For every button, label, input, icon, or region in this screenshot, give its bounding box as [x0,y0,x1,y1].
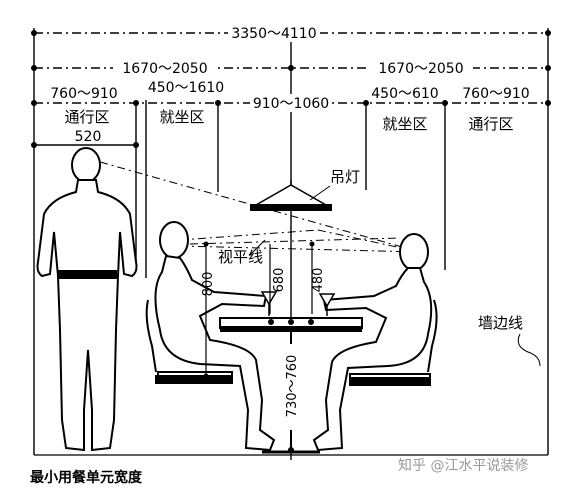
dim-table-height: 730～760 [285,355,300,418]
dim-total-width: 3350～4110 [231,26,316,42]
height-dimension-ticks [203,241,315,453]
dim-passage-left: 760～910 [50,86,117,102]
dim-seat-right: 450～610 [371,86,438,102]
dim-eye-680: 680 [272,268,287,293]
standing-person [36,147,138,452]
zone-passage-left: 通行区 [64,108,109,126]
caption: 最小用餐单元宽度 [30,469,143,486]
eye-level-leader [249,239,266,256]
lamp-leader [309,185,331,201]
pendant-lamp [250,180,332,211]
zone-seat-right: 就坐区 [382,115,427,133]
dim-seat-left: 450～1610 [148,80,224,96]
dim-person-width: 520 [75,129,102,145]
right-seated-person [312,233,433,452]
dim-half-left: 1670～2050 [122,61,207,77]
height-dimension-lines [205,244,313,376]
dim-table-width: 910～1060 [253,96,329,112]
left-chair [145,299,233,384]
dim-eye-800: 800 [201,272,216,297]
label-pendant-lamp: 吊灯 [330,168,360,186]
label-wall-line: 墙边线 [478,314,523,332]
zone-seat-left: 就坐区 [159,108,204,126]
left-seated-person [154,221,278,452]
label-eye-level: 视平线 [218,248,263,266]
wall-line-leader [517,333,541,367]
dim-half-right: 1670～2050 [378,61,463,77]
dim-passage-right: 760～910 [462,86,529,102]
watermark: 知乎 @江水平说装修 [398,457,528,474]
right-chair [349,299,438,386]
dim-eye-480: 480 [311,268,326,293]
zone-passage-right: 通行区 [468,115,513,133]
